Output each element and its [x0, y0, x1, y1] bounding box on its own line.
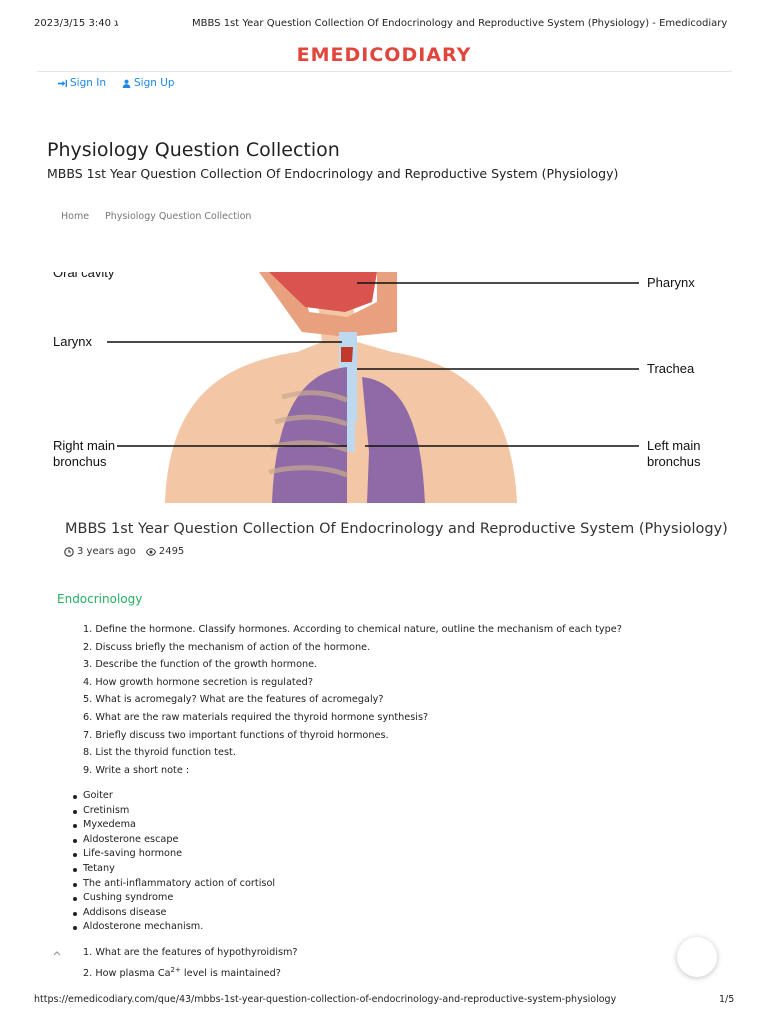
article-title: MBBS 1st Year Question Collection Of End… [65, 521, 728, 537]
list-item: 5. What is acromegaly? What are the feat… [83, 694, 384, 706]
list-item: The anti-inflammatory action of cortisol [72, 877, 275, 892]
list-item: 4. How growth hormone secretion is regul… [83, 676, 313, 688]
list-item: Aldosterone escape [72, 833, 275, 848]
label-oral-cavity: Oral cavity [53, 272, 115, 280]
page-subtitle: MBBS 1st Year Question Collection Of End… [47, 166, 619, 181]
view-count-text: 2495 [158, 546, 185, 557]
list-item: 9. Write a short note : [83, 764, 190, 776]
scroll-up-icon[interactable] [52, 948, 62, 958]
list-item: 1. Define the hormone. Classify hormones… [83, 624, 622, 635]
list-item: Tetany [72, 862, 275, 877]
view-count: 2495 [145, 546, 185, 557]
list-item: Cretinism [72, 804, 275, 819]
label-trachea: Trachea [647, 361, 695, 376]
print-footer-url: https://emedicodiary.com/que/43/mbbs-1st… [34, 994, 617, 1005]
floating-action-button[interactable] [677, 937, 717, 977]
label-right-main-bronchus-2: bronchus [53, 454, 107, 469]
user-icon [122, 79, 131, 88]
list-item: Aldosterone mechanism. [72, 920, 275, 935]
sign-in-link[interactable]: Sign In [58, 77, 106, 89]
list-item: 1. What are the features of hypothyroidi… [83, 947, 298, 958]
breadcrumb-current: Physiology Question Collection [105, 211, 252, 222]
list-item: 7. Briefly discuss two important functio… [83, 729, 389, 741]
q2-suffix: level is maintained? [180, 967, 281, 979]
post-age: 3 years ago [64, 546, 136, 557]
list-item: Addisons disease [72, 906, 275, 921]
list-item: Goiter [72, 789, 275, 804]
list-item: 2. How plasma Ca2+ level is maintained? [83, 962, 298, 980]
header-divider [37, 71, 732, 72]
list-item: Life-saving hormone [72, 847, 275, 862]
list-item: Myxedema [72, 818, 275, 833]
question-list-2: 1. What are the features of hypothyroidi… [83, 944, 298, 979]
article-meta: 3 years ago 2495 [64, 546, 184, 557]
label-larynx: Larynx [53, 334, 93, 349]
list-item: 8. List the thyroid function test. [83, 747, 236, 759]
print-page-title: MBBS 1st Year Question Collection Of End… [192, 18, 728, 29]
print-header: ג 3:40 2023/3/15 MBBS 1st Year Question … [0, 0, 768, 40]
sign-up-link[interactable]: Sign Up [122, 77, 175, 89]
list-item: 6. What are the raw materials required t… [83, 711, 429, 723]
label-left-main-bronchus-2: bronchus [647, 454, 701, 469]
question-list-1: 1. Define the hormone. Classify hormones… [83, 621, 622, 779]
section-heading-endocrinology: Endocrinology [57, 592, 143, 606]
sign-in-icon [58, 79, 67, 87]
sign-in-label: Sign In [70, 77, 106, 89]
hero-image: Oral cavity Pharynx Larynx Trachea Right… [47, 272, 709, 503]
eye-icon [145, 547, 156, 556]
list-item: 2. Discuss briefly the mechanism of acti… [83, 641, 371, 653]
clock-icon [64, 546, 74, 557]
sign-up-label: Sign Up [134, 77, 175, 89]
post-age-text: 3 years ago [77, 546, 136, 557]
breadcrumb-home[interactable]: Home [61, 211, 90, 222]
print-page-number: 1/5 [719, 994, 735, 1005]
short-note-list: Goiter Cretinism Myxedema Aldosterone es… [72, 789, 275, 935]
respiratory-system-illustration: Oral cavity Pharynx Larynx Trachea Right… [47, 272, 709, 503]
print-timestamp: ג 3:40 2023/3/15 [34, 18, 119, 29]
label-left-main-bronchus-1: Left main [647, 438, 700, 453]
list-item: Cushing syndrome [72, 891, 275, 906]
list-item: 3. Describe the function of the growth h… [83, 659, 318, 671]
q2-prefix: 2. How plasma Ca [83, 967, 171, 979]
label-right-main-bronchus-1: Right main [53, 438, 115, 453]
page-title: Physiology Question Collection [47, 139, 340, 161]
q2-superscript: 2+ [170, 965, 181, 974]
label-pharynx: Pharynx [647, 275, 695, 290]
site-logo[interactable]: EMEDICODIARY [296, 44, 472, 66]
